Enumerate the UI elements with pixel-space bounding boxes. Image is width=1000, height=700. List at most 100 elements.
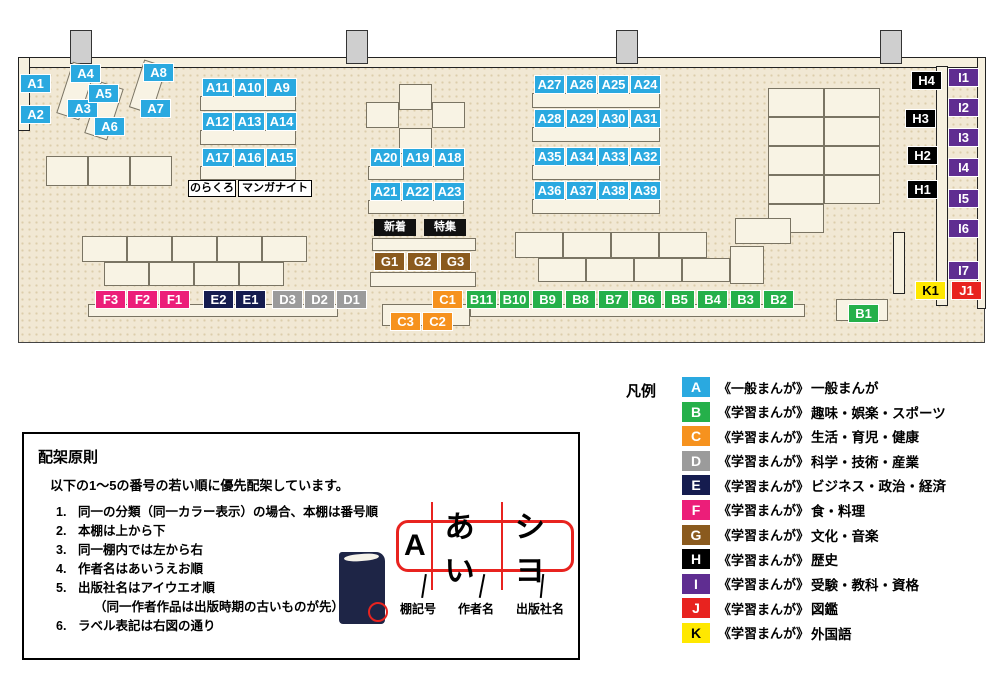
shelf-label-I2: I2 [948,98,979,117]
legend-source-text: 《一般まんが》 [718,380,810,396]
sample-author: あい [430,502,501,590]
shelf-label-H1: H1 [907,180,938,199]
legend-category-label: 趣味・娯楽・スポーツ [811,405,946,421]
sample-shelf-code: A [404,529,426,562]
shelf-label-A1: A1 [20,74,51,93]
shelf-label-A13: A13 [234,112,265,131]
shelf-block [127,236,172,262]
legend-source-text: 《学習まんが》 [718,577,810,593]
legend-row: F 《学習まんが》 食・料理 [682,499,946,520]
shelf-block [368,200,464,214]
legend-color-box: A [682,377,710,397]
shelf-label-H2: H2 [907,146,938,165]
shelf-label-E2: E2 [203,290,234,309]
shelf-block [659,232,707,258]
shelf-label-A36: A36 [534,181,565,200]
principles-list: 1.同一の分類（同一カラー表示）の場合、本棚は番号順 2.本棚は上から下 3.同… [56,503,578,636]
legend-row: C 《学習まんが》 生活・育児・健康 [682,426,946,447]
legend-color-box: K [682,622,710,643]
shelf-block [611,232,659,258]
sample-shelf-label: A あい シヨ [396,502,574,590]
shelf-label-G2: G2 [407,252,438,271]
shelf-label-C1: C1 [432,290,463,309]
shelf-label-F2: F2 [127,290,158,309]
legend-row: B 《学習まんが》 趣味・娯楽・スポーツ [682,401,946,422]
shelf-label-A23: A23 [434,182,465,201]
shelf-label-A17: A17 [202,148,233,167]
shelf-label-I6: I6 [948,219,979,238]
shelf-block [432,102,465,128]
annotation-publisher: 出版社名 [516,602,565,616]
label-position-circle-icon [368,602,388,622]
shelf-label-I7: I7 [948,261,979,280]
principle-item: 6. ラベル表記は右図の通り [56,617,578,636]
principle-text: 出版社名はアイウエオ順 [78,581,215,595]
legend-source-text: 《学習まんが》 [718,503,810,519]
wall [977,57,986,309]
shelf-label-G3: G3 [440,252,471,271]
legend-category-label: 文化・音楽 [811,528,879,544]
shelf-label-A33: A33 [598,147,629,166]
shelf-block [768,146,824,175]
legend-row: G 《学習まんが》 文化・音楽 [682,524,946,545]
principle-number: 5. [56,581,67,595]
legend-color-box: G [682,524,710,545]
shelf-label-A20: A20 [370,148,401,167]
shelf-label-B9: B9 [532,290,563,309]
shelf-block [194,262,239,286]
shelf-label-H3: H3 [905,109,936,128]
legend-row: D 《学習まんが》 科学・技術・産業 [682,450,946,471]
shelf-block [372,238,476,251]
shelf-label-A5: A5 [88,84,119,103]
shelf-label-F3: F3 [95,290,126,309]
legend-color-box: D [682,450,710,471]
book-pages-icon [343,552,380,563]
annotation-shelf-code: 棚記号 [400,602,437,616]
map-text-label: マンガナイト [238,180,312,197]
pillar [346,30,368,64]
sample-publisher: シヨ [500,502,571,590]
pillar [70,30,92,64]
shelf-block [634,258,682,282]
shelf-block [730,246,764,284]
shelf-label-A14: A14 [266,112,297,131]
principle-text: ラベル表記は右図の通り [78,619,216,633]
legend-source-text: 《学習まんが》 [718,552,810,568]
legend-category-label: 科学・技術・産業 [811,454,920,470]
shelf-block [824,175,880,204]
map-text-label: 特集 [424,219,466,236]
legend-category-label: 歴史 [811,553,839,569]
shelf-label-A10: A10 [234,78,265,97]
shelf-label-A25: A25 [598,75,629,94]
shelf-label-C2: C2 [422,312,453,331]
annotation-author: 作者名 [458,602,495,616]
legend-category-label: 食・料理 [811,503,866,519]
principle-number: 6. [56,619,67,633]
shelf-block [768,88,824,117]
shelf-block [200,96,296,111]
shelf-label-A4: A4 [70,64,101,83]
legend-color-box: E [682,475,710,496]
principle-text: 同一棚内では左から右 [78,543,204,557]
shelf-block [532,93,660,108]
shelf-label-K1: K1 [915,281,946,300]
shelf-label-A12: A12 [202,112,233,131]
shelf-label-B6: B6 [631,290,662,309]
map-text-label: のらくろ [188,180,236,197]
legend-panel: 凡例 A 《一般まんが》 一般まんが B 《学習まんが》 趣味・娯楽・スポーツ … [626,372,988,657]
shelf-label-A37: A37 [566,181,597,200]
shelf-block [538,258,586,282]
shelf-block [824,117,880,146]
shelf-block [149,262,194,286]
shelf-block [532,165,660,180]
shelf-label-A21: A21 [370,182,401,201]
shelf-label-A11: A11 [202,78,233,97]
shelf-label-A38: A38 [598,181,629,200]
legend-title: 凡例 [626,383,657,400]
legend-category-label: 受験・教科・資格 [811,577,920,593]
shelf-block [46,156,88,186]
shelf-block [104,262,149,286]
shelf-block [735,218,791,244]
shelf-block [370,272,476,287]
shelf-block [88,156,130,186]
